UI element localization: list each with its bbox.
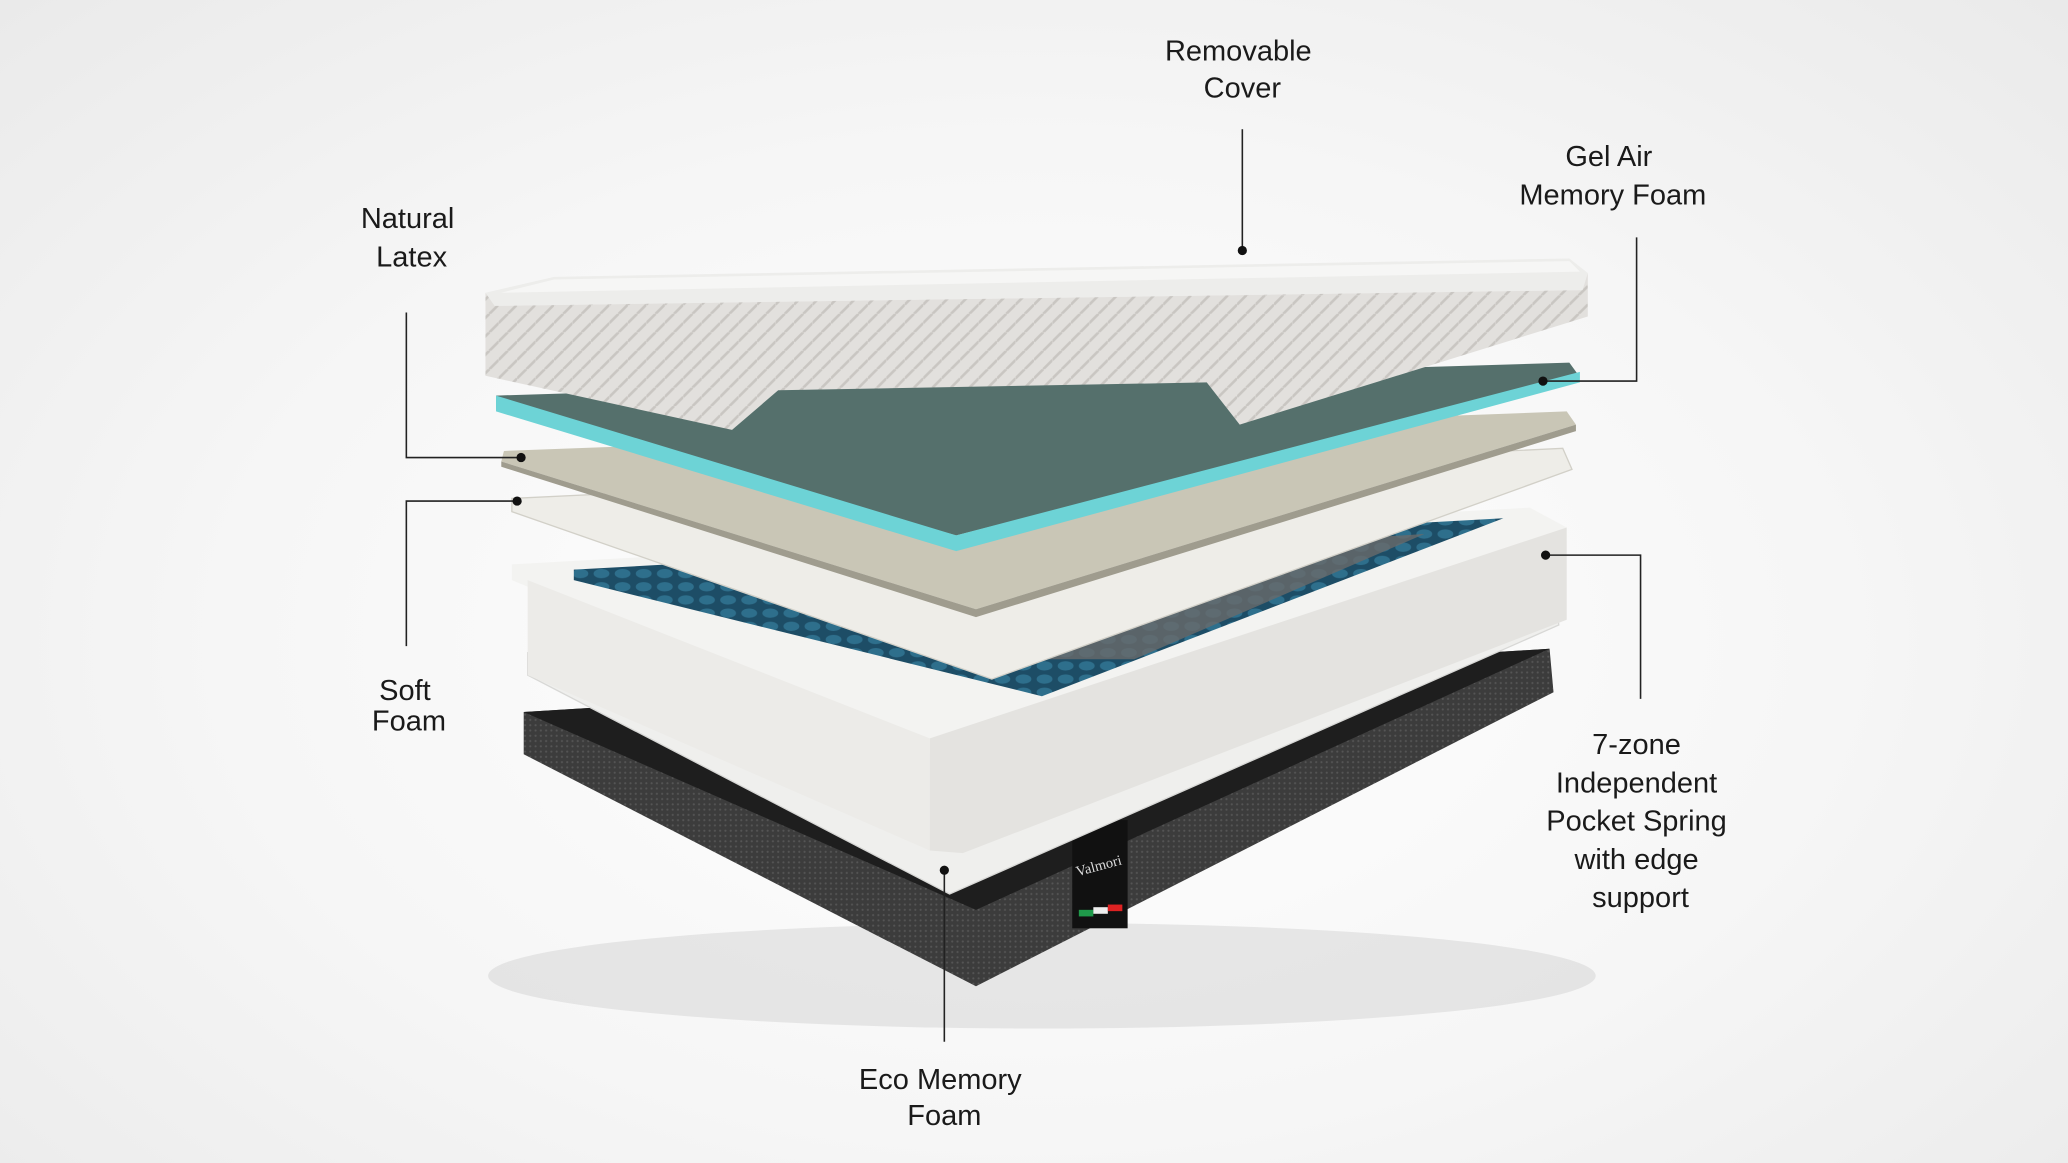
label-pocket-spring: 7-zone Independent Pocket Spring with ed…	[1546, 729, 1735, 914]
leader-lines	[405, 129, 1642, 1042]
label-soft-foam: Soft Foam	[372, 675, 446, 737]
gel-air-memory-foam-layer	[496, 362, 1580, 552]
floor-shadow	[488, 923, 1596, 1029]
label-natural-latex: Natural Latex	[361, 203, 463, 273]
removable-cover-layer	[485, 258, 1588, 430]
label-eco-memory-foam: Eco Memory Foam	[859, 1064, 1030, 1132]
label-gel-air-memory-foam: Gel Air Memory Foam	[1519, 141, 1706, 211]
label-removable-cover: Removable Cover	[1165, 36, 1320, 105]
